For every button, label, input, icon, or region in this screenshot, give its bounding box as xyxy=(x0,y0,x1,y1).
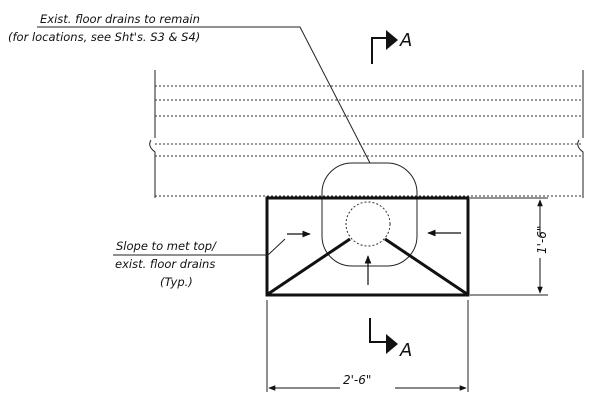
drains-note-line-1: Exist. floor drains to remain xyxy=(40,12,200,26)
section-mark-bottom-label: A xyxy=(399,340,412,361)
slope-line-right xyxy=(384,237,468,296)
slope-note-line-1: Slope to met top/ xyxy=(116,239,217,253)
drains-note-line-2: (for locations, see Sht's. S3 & S4) xyxy=(8,30,200,44)
floor-drain-circle xyxy=(345,201,391,247)
existing-beam-lines xyxy=(149,70,584,198)
slope-note-line-3: (Typ.) xyxy=(160,275,193,289)
slope-line-left xyxy=(267,237,351,296)
width-dimension: 2'-6" xyxy=(266,300,469,392)
slope-note-leader xyxy=(113,238,286,256)
drains-note-leader xyxy=(37,26,371,164)
width-dimension-text: 2'-6" xyxy=(343,373,371,387)
section-mark-bottom: A xyxy=(369,318,412,361)
section-mark-top-label: A xyxy=(399,30,412,51)
height-dimension-text: 1'-6" xyxy=(535,226,549,254)
drain-frame-outline xyxy=(321,162,418,267)
height-dimension: 1'-6" xyxy=(470,197,549,296)
slope-note-line-2: exist. floor drains xyxy=(115,257,215,271)
pit-outline xyxy=(265,196,470,297)
section-mark-top: A xyxy=(371,30,412,64)
